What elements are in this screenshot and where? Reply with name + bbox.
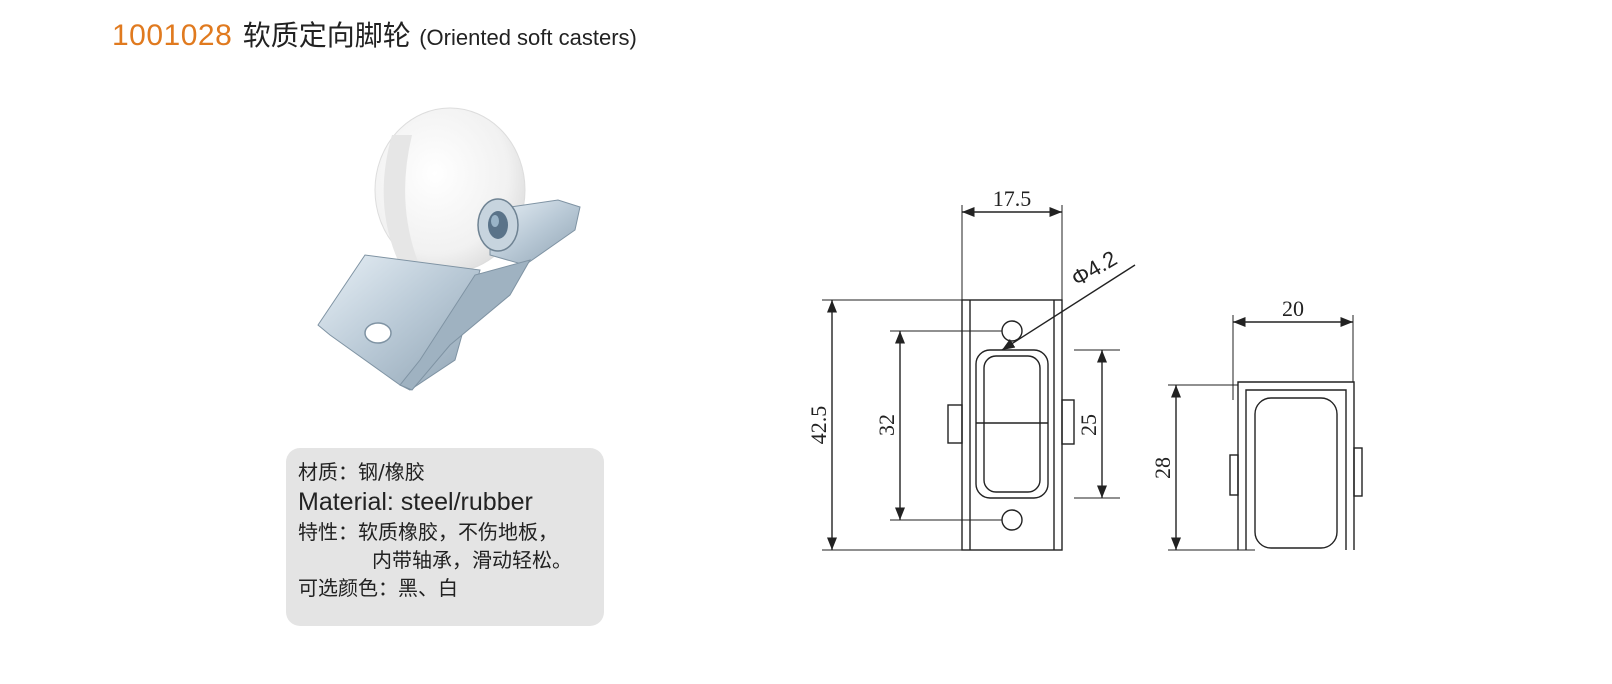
dim-hole-dia: Φ4.2 — [1067, 246, 1121, 292]
dim-line-hole-dia — [1001, 264, 1136, 351]
features-line-1: 特性：软质橡胶，不伤地板， — [298, 520, 558, 544]
axle-bolt — [477, 198, 519, 252]
front-extension-lines — [822, 205, 1120, 551]
side-view — [1229, 381, 1363, 550]
features-line-2: 内带轴承，滑动轻松。 — [372, 548, 572, 572]
dim-wheel-height: 25 — [1076, 414, 1101, 436]
header: 1001028 软质定向脚轮 (Oriented soft casters) — [112, 14, 637, 54]
bracket-side — [399, 259, 532, 391]
product-photo — [317, 107, 581, 391]
dim-side-width: 20 — [1282, 296, 1304, 321]
material-en: Material: steel/rubber — [298, 488, 533, 516]
dim-side-height: 28 — [1150, 457, 1175, 479]
spec-panel: 材质：钢/橡胶 Material: steel/rubber 特性：软质橡胶，不… — [286, 448, 604, 626]
model-number: 1001028 — [112, 19, 233, 52]
dim-hole-spacing: 32 — [874, 414, 899, 436]
dim-height-total: 42.5 — [806, 406, 831, 445]
dim-width-top: 17.5 — [993, 186, 1032, 211]
material-cn: 材质：钢/橡胶 — [298, 460, 425, 484]
side-extension-lines — [1168, 315, 1354, 551]
title-en: (Oriented soft casters) — [419, 25, 637, 50]
mounting-hole — [364, 322, 392, 344]
title-cn: 软质定向脚轮 — [242, 19, 411, 52]
color-options: 可选颜色：黑、白 — [298, 576, 458, 600]
front-view — [947, 299, 1075, 551]
technical-drawing: 17.5 42.5 32 25 Φ4.2 20 28 — [806, 186, 1363, 551]
